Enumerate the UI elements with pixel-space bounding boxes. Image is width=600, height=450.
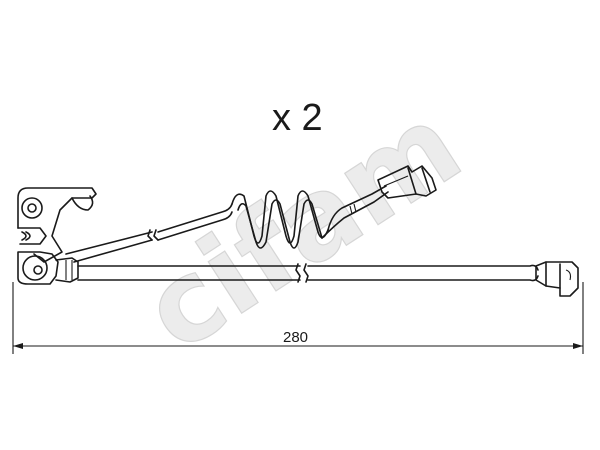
sensor-bracket: [17, 187, 97, 285]
spiral-coil: [231, 190, 329, 249]
lower-connector: [535, 261, 579, 297]
arrow-left-icon: [13, 343, 23, 349]
dimension-line: 280: [12, 282, 584, 354]
main-wire: [77, 263, 539, 283]
upper-connector: [377, 165, 437, 199]
quantity-label: x 2: [272, 97, 323, 139]
sensor-pad: [22, 255, 48, 281]
upper-wire: [65, 203, 233, 263]
dimension-label: 280: [283, 329, 308, 346]
mount-hole-upper: [21, 197, 43, 219]
arrow-right-icon: [573, 343, 583, 349]
upper-connector-wire: [321, 185, 389, 239]
